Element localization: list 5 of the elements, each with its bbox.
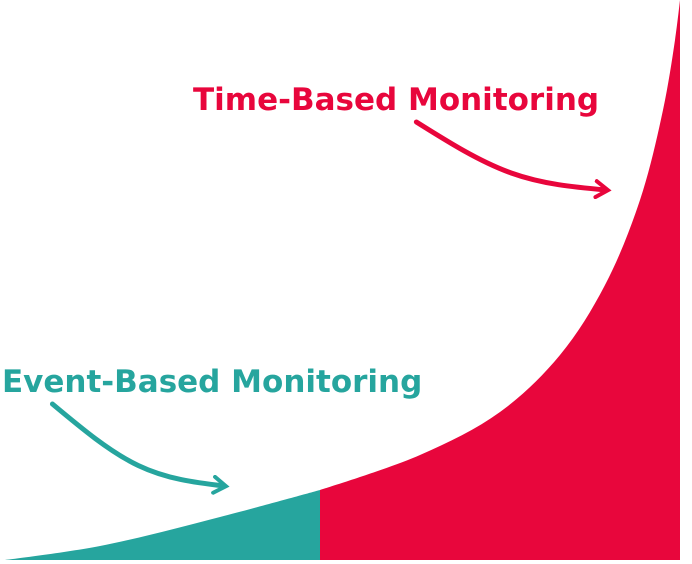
callout-label: Event-Based Monitoring xyxy=(2,362,422,402)
area-under-curve xyxy=(5,490,320,560)
leader-arrow xyxy=(50,402,228,495)
callout-label: Time-Based Monitoring xyxy=(193,80,600,120)
leader-arrow xyxy=(414,120,610,200)
